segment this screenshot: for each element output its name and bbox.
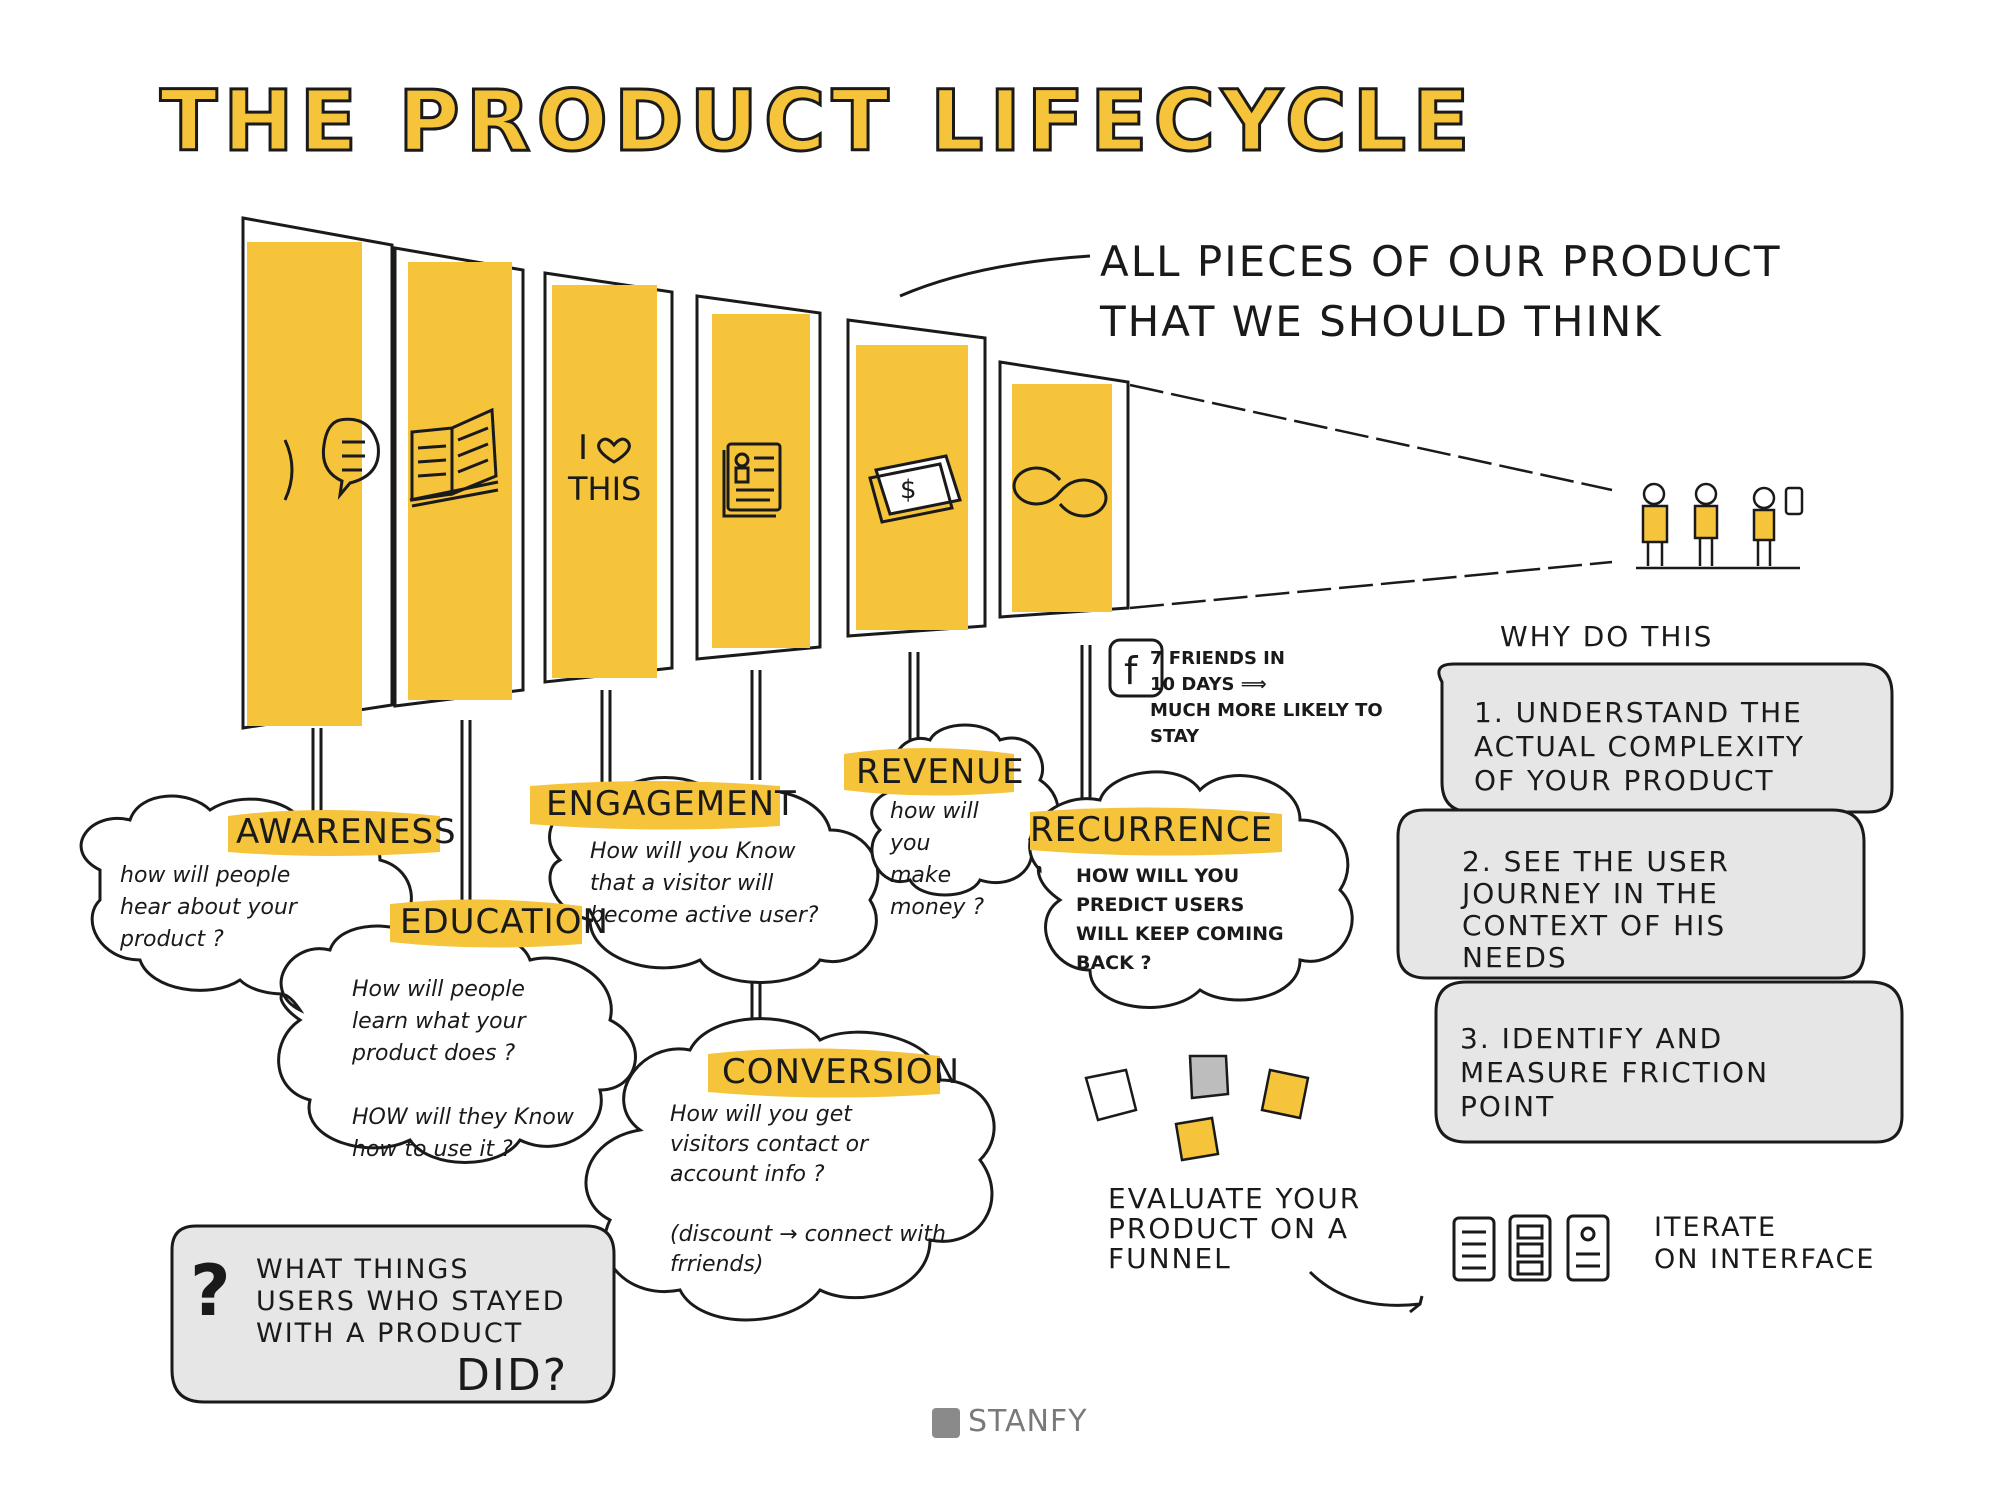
money-icon: $ bbox=[868, 454, 962, 524]
page-title: THE PRODUCT LIFECYCLE bbox=[159, 71, 1476, 172]
evaluate-arrow bbox=[1308, 1270, 1424, 1314]
stage-label-conversion: CONVERSION bbox=[722, 1052, 961, 1092]
recurrence-highlight bbox=[1030, 807, 1282, 856]
stage-label-engagement: ENGAGEMENT bbox=[546, 784, 797, 824]
stage-question-revenue: how will you make money ? bbox=[890, 799, 985, 920]
education-cloud bbox=[277, 924, 637, 1164]
stanfy-logo-icon bbox=[932, 1408, 960, 1438]
interface-layouts-icon bbox=[1452, 1214, 1610, 1282]
speech-icon bbox=[283, 417, 380, 501]
infinity-icon bbox=[1012, 466, 1108, 518]
facebook-icon: f bbox=[1108, 638, 1164, 698]
stage-label-revenue: REVENUE bbox=[856, 752, 1025, 792]
stage-question-awareness: how will people hear about your product … bbox=[120, 863, 297, 952]
why-item-1: 1. UNDERSTAND THE ACTUAL COMPLEXITY OF Y… bbox=[1474, 696, 1806, 797]
conversion-highlight bbox=[708, 1048, 940, 1098]
brand-name: STANFY bbox=[968, 1404, 1088, 1439]
question-box-did: DID? bbox=[456, 1350, 569, 1401]
svg-text:f: f bbox=[1124, 649, 1139, 693]
callout-pointer bbox=[899, 254, 1091, 298]
why-item-2: 2. SEE THE USER JOURNEY IN THE CONTEXT O… bbox=[1462, 845, 1730, 974]
panel-love-bottom: THIS bbox=[568, 470, 642, 508]
facebook-note: 7 FRIENDS IN 10 DAYS ⟹ MUCH MORE LIKELY … bbox=[1150, 648, 1383, 747]
education-highlight bbox=[390, 899, 582, 948]
question-box-text: WHAT THINGS USERS WHO STAYED WITH A PROD… bbox=[256, 1254, 566, 1349]
evaluate-text: EVALUATE YOUR PRODUCT ON A FUNNEL bbox=[1108, 1182, 1362, 1275]
why-box-2 bbox=[1396, 808, 1866, 980]
callout-text: ALL PIECES OF OUR PRODUCT THAT WE SHOULD… bbox=[1100, 237, 1782, 346]
stage-question-education: How will people learn what your product … bbox=[352, 977, 574, 1162]
heart-icon bbox=[597, 437, 631, 464]
stage-question-engagement: How will you Know that a visitor will be… bbox=[590, 839, 819, 928]
stage-label-education: EDUCATION bbox=[400, 902, 609, 942]
stage-question-recurrence: HOW WILL YOU PREDICT USERS WILL KEEP COM… bbox=[1076, 865, 1284, 974]
why-heading: WHY DO THIS bbox=[1500, 620, 1714, 653]
funnel-line-bottom bbox=[1129, 560, 1613, 610]
funnel-panel-conversion bbox=[695, 294, 822, 661]
stage-label-recurrence: RECURRENCE bbox=[1030, 810, 1274, 850]
users-icon bbox=[1636, 482, 1804, 570]
stage-label-awareness: AWARENESS bbox=[236, 812, 457, 852]
engagement-highlight bbox=[530, 781, 780, 830]
iterate-text: ITERATE ON INTERFACE bbox=[1654, 1212, 1876, 1275]
panel-love-top: I bbox=[578, 428, 589, 468]
sticky-notes-icon bbox=[1084, 1054, 1310, 1162]
funnel-line-top bbox=[1129, 383, 1613, 492]
why-item-3: 3. IDENTIFY AND MEASURE FRICTION POINT bbox=[1460, 1022, 1770, 1123]
question-box bbox=[170, 1224, 616, 1404]
funnel-panel-engagement bbox=[543, 271, 674, 684]
funnel-panel-education bbox=[393, 246, 525, 708]
why-box-3 bbox=[1434, 980, 1904, 1144]
revenue-highlight bbox=[844, 748, 1014, 796]
question-mark-icon: ? bbox=[190, 1250, 231, 1332]
stage-question-conversion: How will you get visitors contact or acc… bbox=[670, 1102, 946, 1277]
svg-text:$: $ bbox=[900, 475, 917, 505]
document-icon bbox=[722, 442, 782, 518]
awareness-highlight bbox=[228, 810, 440, 856]
open-book-icon bbox=[409, 407, 499, 508]
stage-connectors bbox=[311, 645, 1092, 1060]
